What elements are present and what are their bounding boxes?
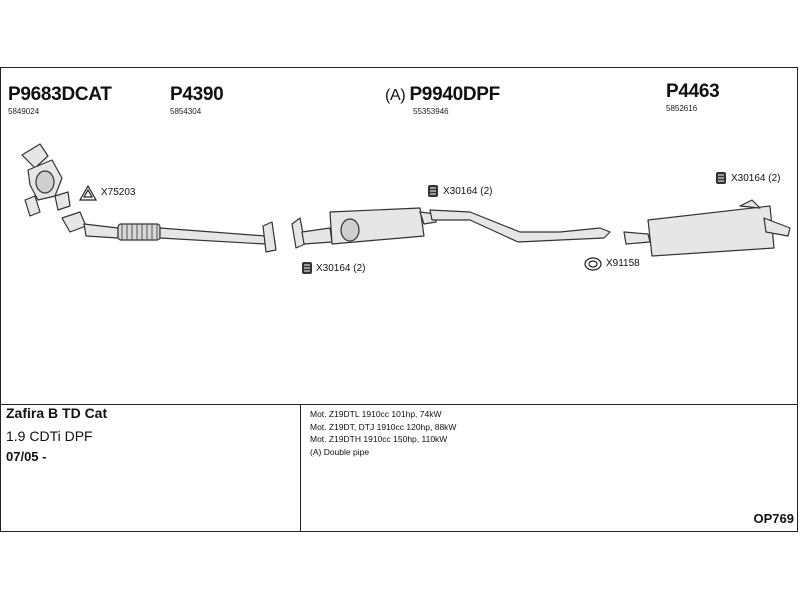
vehicle-date-range: 07/05 - — [6, 449, 47, 464]
middle-pipe-part — [429, 209, 611, 243]
clamp-icon-5 — [716, 172, 726, 184]
oe-number-dpf: 55353946 — [413, 107, 449, 116]
catalyst-part — [21, 143, 71, 217]
note-line: Mot. Z19DTL 1910cc 101hp, 74kW — [310, 409, 442, 419]
oe-number-catalyst: 5849024 — [8, 107, 40, 116]
callout-gasket-1: X75203 — [101, 187, 136, 198]
clamp-icon-3 — [302, 262, 312, 274]
callout-clamp-5: X30164 (2) — [731, 173, 781, 184]
dpf-part — [291, 207, 437, 249]
hanger-icon-4 — [584, 257, 602, 271]
diagram-code: OP769 — [753, 511, 794, 526]
engine-notes: Mot. Z19DTL 1910cc 101hp, 74kW Mot. Z19D… — [310, 408, 456, 458]
part-code-dpf: (A)P9940DPF — [385, 84, 500, 106]
diagram-frame — [0, 67, 798, 532]
note-line: Mot. Z19DT, DTJ 1910cc 120hp, 88kW — [310, 421, 457, 432]
clamp-icon-2 — [428, 185, 438, 197]
front-pipe-part — [61, 211, 277, 253]
oe-number-rear-silencer: 5852616 — [666, 104, 698, 113]
gasket-icon-1 — [78, 184, 98, 201]
note-line: (A) Double pipe — [310, 446, 370, 457]
callout-clamp-2: X30164 (2) — [443, 186, 493, 197]
part-code-catalyst: P9683DCAT — [8, 84, 112, 105]
part-code-rear-silencer: P4463 — [666, 81, 720, 102]
divider-horizontal — [1, 404, 797, 405]
vehicle-engine: 1.9 CDTi DPF — [6, 428, 93, 444]
part-code-front-pipe: P4390 — [170, 84, 224, 105]
rear-silencer-part — [623, 199, 791, 257]
note-line: Mot. Z19DTH 1910cc 150hp, 110kW — [310, 434, 448, 444]
oe-number-front-pipe: 5854304 — [170, 107, 202, 116]
vehicle-model: Zafira B TD Cat — [6, 405, 108, 421]
callout-hanger-4: X91158 — [606, 258, 640, 269]
callout-clamp-3: X30164 (2) — [316, 263, 366, 274]
part-code-dpf-label: P9940DPF — [409, 84, 500, 105]
double-pipe-marker: (A) — [385, 87, 406, 104]
divider-vertical — [300, 404, 301, 531]
